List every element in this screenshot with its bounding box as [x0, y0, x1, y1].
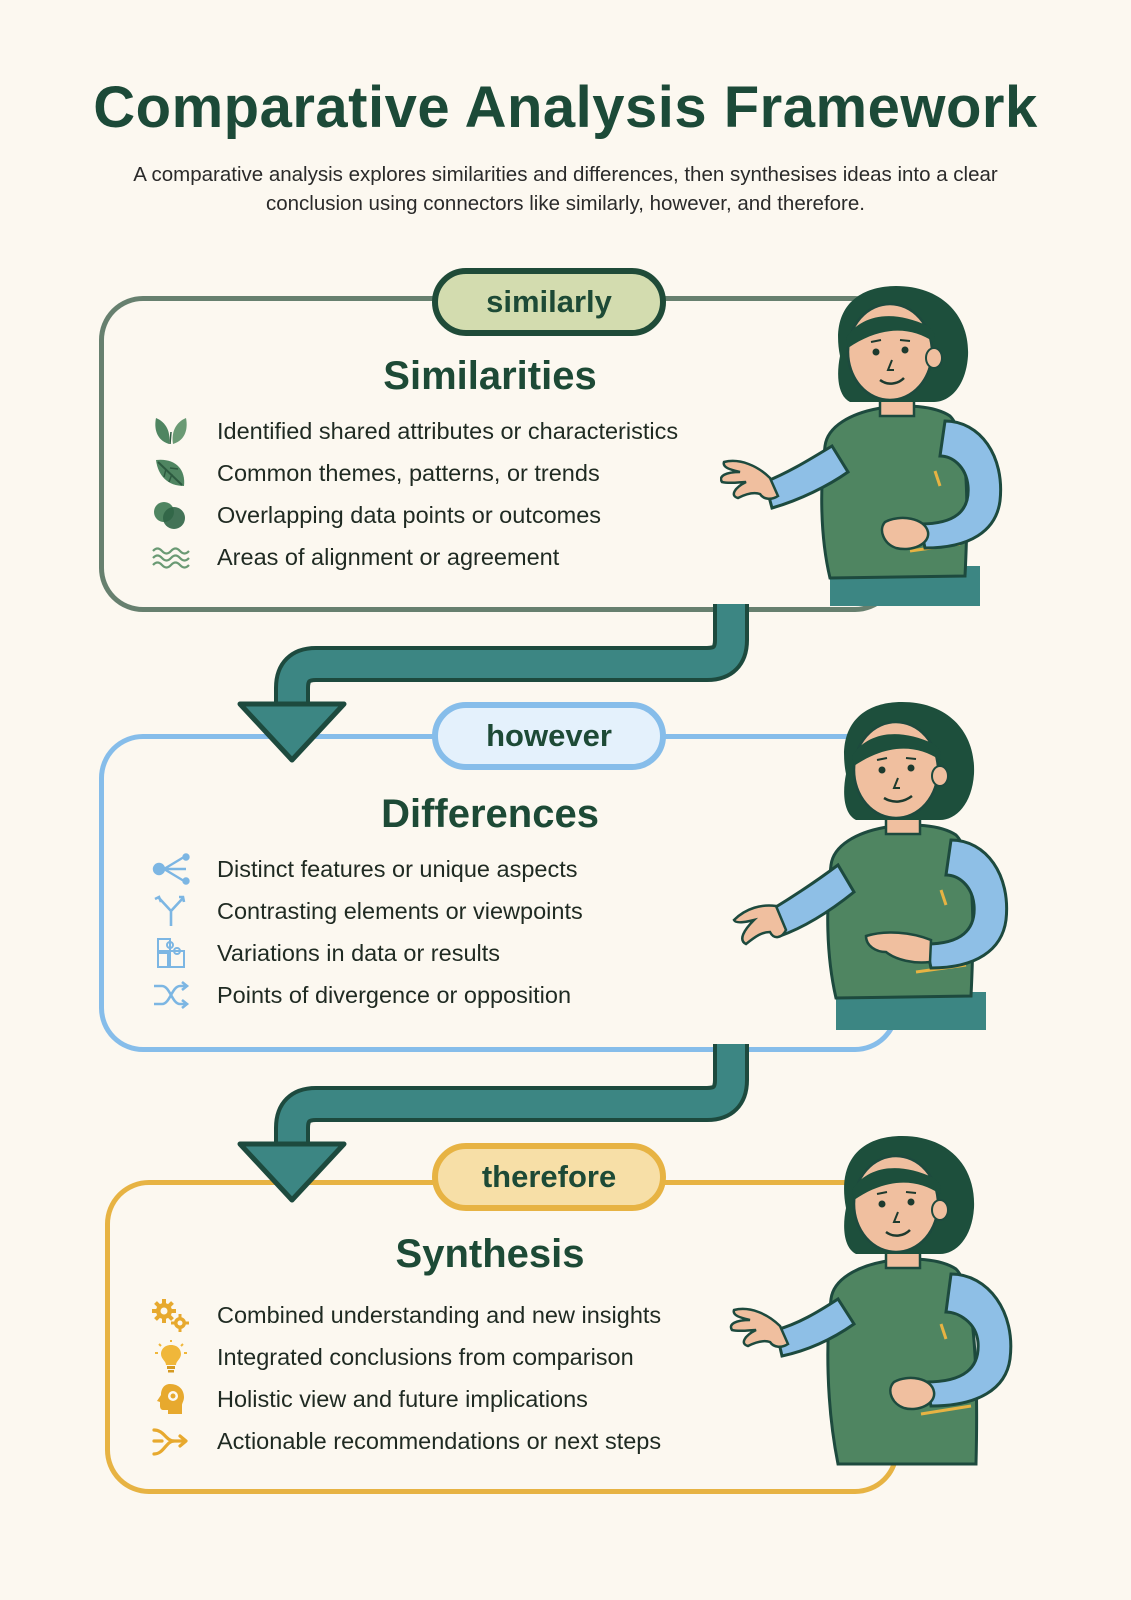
fork-icon	[150, 894, 192, 928]
flow-arrow-1	[237, 604, 749, 763]
synthesis-list: Combined understanding and new insights …	[150, 1294, 661, 1462]
list-item: Actionable recommendations or next steps	[150, 1420, 661, 1462]
presenter-illustration-1	[720, 286, 1003, 606]
differences-heading: Differences	[381, 792, 599, 836]
connector-therefore-badge: therefore	[432, 1143, 666, 1211]
leaf-icon	[150, 456, 192, 490]
list-item: Identified shared attributes or characte…	[150, 410, 678, 452]
list-item: Common themes, patterns, or trends	[150, 452, 678, 494]
list-item: Contrasting elements or viewpoints	[150, 890, 583, 932]
gears-icon	[150, 1298, 192, 1332]
similarities-heading: Similarities	[383, 354, 597, 398]
shuffle-icon	[150, 978, 192, 1012]
page-title: Comparative Analysis Framework	[93, 75, 1038, 140]
page-subtitle: A comparative analysis explores similari…	[133, 163, 998, 215]
connector-similarly-badge: similarly	[432, 268, 666, 336]
branching-icon	[150, 852, 192, 886]
list-item: Distinct features or unique aspects	[150, 848, 583, 890]
waves-icon	[150, 540, 192, 574]
presenter-illustration-2	[732, 702, 1009, 1030]
synthesis-heading: Synthesis	[395, 1232, 585, 1276]
overlapping-circles-icon	[150, 498, 192, 532]
list-item: Integrated conclusions from comparison	[150, 1336, 661, 1378]
puzzle-icon	[150, 936, 192, 970]
head-gear-icon	[150, 1382, 192, 1416]
list-item: Combined understanding and new insights	[150, 1294, 661, 1336]
list-item: Holistic view and future implications	[150, 1378, 661, 1420]
differences-list: Distinct features or unique aspects Cont…	[150, 848, 583, 1016]
merge-arrows-icon	[150, 1424, 192, 1458]
list-item: Points of divergence or opposition	[150, 974, 583, 1016]
leaf-pair-icon	[150, 414, 192, 448]
list-item: Variations in data or results	[150, 932, 583, 974]
similarities-list: Identified shared attributes or characte…	[150, 410, 678, 578]
lightbulb-icon	[150, 1340, 192, 1374]
list-item: Overlapping data points or outcomes	[150, 494, 678, 536]
presenter-illustration-3	[729, 1136, 1013, 1466]
flow-arrow-2	[237, 1044, 749, 1203]
connector-however-badge: however	[432, 702, 666, 770]
list-item: Areas of alignment or agreement	[150, 536, 678, 578]
